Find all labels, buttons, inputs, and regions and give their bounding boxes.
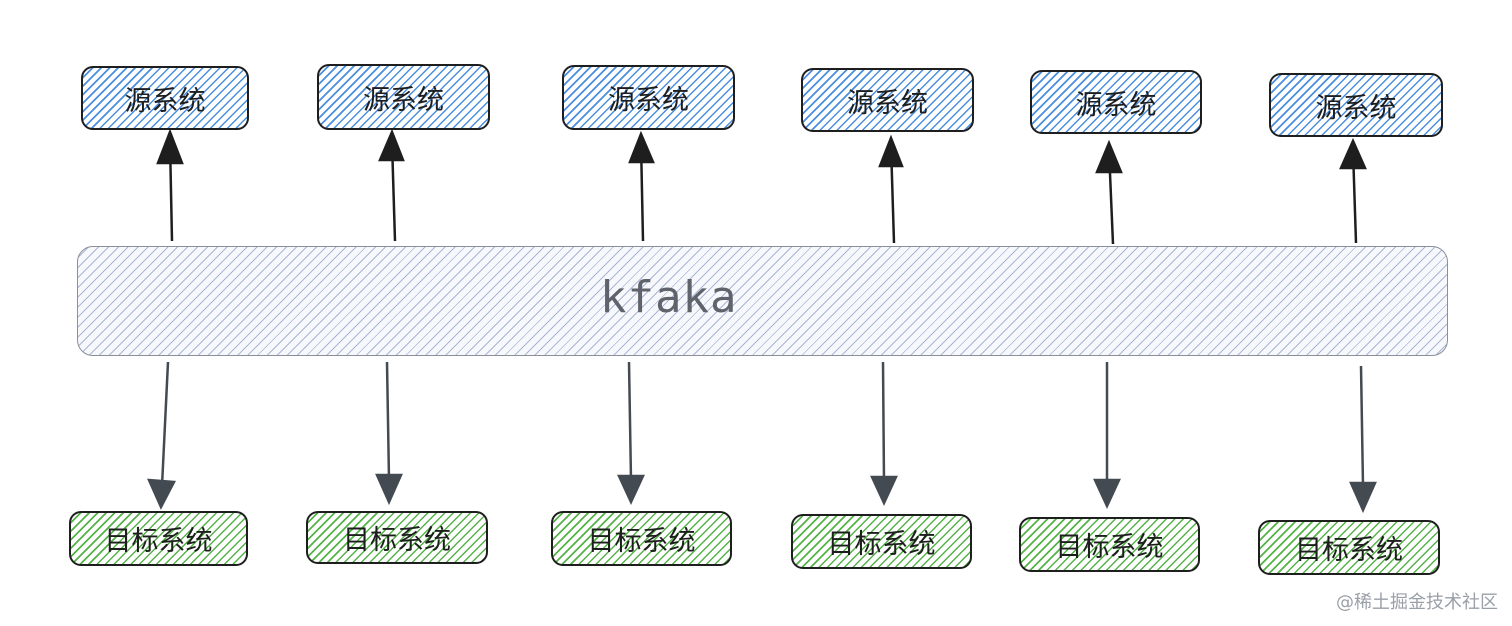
up-arrow-1 [156,128,184,242]
source-system-label-2: 源系统 [363,84,444,116]
up-arrow-5 [1095,139,1123,245]
target-system-label-5: 目标系统 [1055,532,1164,563]
source-system-box-4: 源系统 [801,68,974,132]
source-system-label-4: 源系统 [847,87,928,119]
target-system-label-1: 目标系统 [104,526,213,557]
kafka-bus-label: kfaka [600,272,738,323]
target-system-box-4: 目标系统 [791,514,972,569]
target-system-label-3: 目标系统 [587,526,696,557]
down-arrow-5 [1093,362,1121,509]
source-system-box-2: 源系统 [317,64,490,130]
up-arrow-6 [1339,137,1367,244]
target-system-box-3: 目标系统 [551,511,732,566]
source-system-label-6: 源系统 [1315,92,1397,124]
source-system-label-5: 源系统 [1075,89,1157,121]
target-system-label-2: 目标系统 [343,525,451,556]
target-system-label-6: 目标系统 [1295,535,1403,566]
down-arrow-6 [1349,365,1377,514]
source-system-box-1: 源系统 [81,66,249,130]
source-system-box-3: 源系统 [562,65,735,130]
target-system-label-4: 目标系统 [827,529,936,560]
down-arrow-3 [617,361,645,505]
source-system-label-3: 源系统 [608,85,689,116]
up-arrow-2 [378,128,405,242]
kafka-bus [77,246,1448,356]
down-arrow-1 [147,361,176,510]
source-system-label-1: 源系统 [124,85,206,117]
up-arrow-4 [878,134,904,244]
target-system-box-5: 目标系统 [1019,517,1200,572]
source-system-box-5: 源系统 [1030,70,1202,134]
target-system-box-6: 目标系统 [1258,520,1440,575]
source-system-box-6: 源系统 [1269,73,1443,137]
target-system-box-1: 目标系统 [69,511,248,566]
down-arrow-4 [870,361,898,506]
target-system-box-2: 目标系统 [306,511,488,564]
watermark: @稀土掘金技术社区 [1336,592,1498,613]
up-arrow-3 [628,130,655,242]
down-arrow-2 [375,361,403,506]
